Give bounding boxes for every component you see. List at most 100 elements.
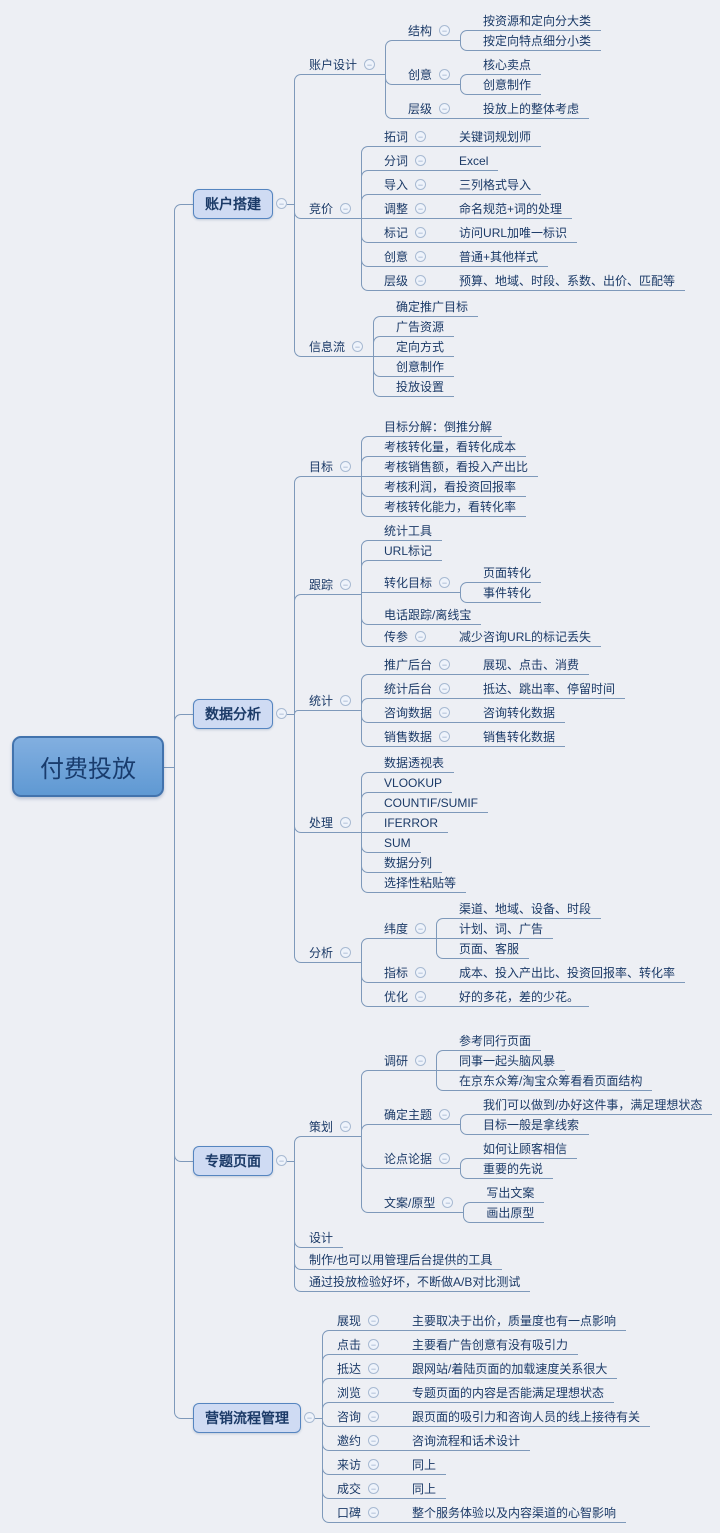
- collapse-icon[interactable]: −: [276, 198, 287, 209]
- subtopic-label[interactable]: VLOOKUP: [384, 775, 443, 790]
- root-topic[interactable]: 付费投放: [40, 756, 136, 783]
- subtopic-label[interactable]: 论点论据: [384, 1151, 433, 1166]
- collapse-icon[interactable]: −: [439, 25, 451, 36]
- subtopic-label[interactable]: 我们可以做到/办好这件事，满足理想状态: [483, 1097, 703, 1112]
- collapse-icon[interactable]: −: [276, 708, 287, 719]
- subtopic-label[interactable]: 抵达: [337, 1361, 362, 1376]
- collapse-icon[interactable]: −: [415, 131, 427, 142]
- subtopic-label[interactable]: 调研: [384, 1053, 409, 1068]
- subtopic-label[interactable]: 创意制作: [396, 359, 445, 374]
- subtopic-label[interactable]: 计划、词、广告: [459, 921, 544, 936]
- subtopic-label[interactable]: 页面转化: [483, 565, 532, 580]
- subtopic-label[interactable]: 统计后台: [384, 681, 433, 696]
- subtopic-label[interactable]: 账户设计: [309, 57, 358, 72]
- subtopic-label[interactable]: 跟踪: [309, 577, 334, 592]
- subtopic-label[interactable]: 广告资源: [396, 319, 445, 334]
- subtopic-label[interactable]: 销售转化数据: [483, 729, 556, 744]
- collapse-icon[interactable]: −: [368, 1387, 380, 1398]
- collapse-icon[interactable]: −: [368, 1507, 380, 1518]
- subtopic-label[interactable]: 口碑: [337, 1505, 362, 1520]
- main-topic-label[interactable]: 数据分析: [205, 705, 261, 722]
- subtopic-label[interactable]: 咨询流程和话术设计: [412, 1433, 521, 1448]
- collapse-icon[interactable]: −: [340, 1121, 352, 1132]
- subtopic-label[interactable]: 定向方式: [396, 339, 445, 354]
- subtopic-label[interactable]: 创意: [408, 67, 433, 82]
- subtopic-label[interactable]: 转化目标: [384, 575, 433, 590]
- subtopic-label[interactable]: 导入: [384, 177, 409, 192]
- collapse-icon[interactable]: −: [352, 341, 364, 352]
- subtopic-label[interactable]: 画出原型: [486, 1205, 535, 1220]
- subtopic-label[interactable]: 竞价: [309, 201, 334, 216]
- collapse-icon[interactable]: −: [368, 1411, 380, 1422]
- subtopic-label[interactable]: 制作/也可以用管理后台提供的工具: [309, 1252, 493, 1267]
- subtopic-label[interactable]: 同事一起头脑风暴: [459, 1053, 556, 1068]
- collapse-icon[interactable]: −: [340, 203, 352, 214]
- collapse-icon[interactable]: −: [340, 579, 352, 590]
- subtopic-label[interactable]: 通过投放检验好坏，不断做A/B对比测试: [309, 1274, 521, 1289]
- collapse-icon[interactable]: −: [439, 659, 451, 670]
- subtopic-label[interactable]: 投放设置: [396, 379, 445, 394]
- subtopic-label[interactable]: COUNTIF/SUMIF: [384, 795, 479, 810]
- collapse-icon[interactable]: −: [340, 817, 352, 828]
- subtopic-label[interactable]: 跟页面的吸引力和咨询人员的线上接待有关: [412, 1409, 641, 1424]
- collapse-icon[interactable]: −: [276, 1155, 287, 1166]
- subtopic-label[interactable]: 考核销售额，看投入产出比: [384, 459, 529, 474]
- subtopic-label[interactable]: 推广后台: [384, 657, 433, 672]
- subtopic-label[interactable]: 确定推广目标: [396, 299, 469, 314]
- subtopic-label[interactable]: 浏览: [337, 1385, 362, 1400]
- collapse-icon[interactable]: −: [442, 1197, 454, 1208]
- subtopic-label[interactable]: 纬度: [384, 921, 409, 936]
- subtopic-label[interactable]: 同上: [412, 1457, 437, 1472]
- main-topic-label[interactable]: 账户搭建: [205, 195, 261, 212]
- subtopic-label[interactable]: 层级: [384, 273, 409, 288]
- subtopic-label[interactable]: 统计: [309, 693, 334, 708]
- subtopic-label[interactable]: 拓词: [384, 129, 409, 144]
- subtopic-label[interactable]: 选择性粘贴等: [384, 875, 457, 890]
- subtopic-label[interactable]: 咨询数据: [384, 705, 433, 720]
- collapse-icon[interactable]: −: [364, 59, 376, 70]
- subtopic-label[interactable]: 信息流: [309, 339, 346, 354]
- collapse-icon[interactable]: −: [368, 1339, 380, 1350]
- subtopic-label[interactable]: 调整: [384, 201, 409, 216]
- collapse-icon[interactable]: −: [415, 275, 427, 286]
- collapse-icon[interactable]: −: [415, 631, 427, 642]
- subtopic-label[interactable]: 关键词规划师: [459, 129, 532, 144]
- subtopic-label[interactable]: 确定主题: [384, 1107, 433, 1122]
- subtopic-label[interactable]: 页面、客服: [459, 941, 520, 956]
- subtopic-label[interactable]: 成本、投入产出比、投资回报率、转化率: [459, 965, 676, 980]
- collapse-icon[interactable]: −: [415, 923, 427, 934]
- subtopic-label[interactable]: 参考同行页面: [459, 1033, 532, 1048]
- collapse-icon[interactable]: −: [439, 1153, 451, 1164]
- subtopic-label[interactable]: 数据透视表: [384, 755, 445, 770]
- subtopic-label[interactable]: 主要看广告创意有没有吸引力: [412, 1337, 569, 1352]
- collapse-icon[interactable]: −: [415, 967, 427, 978]
- subtopic-label[interactable]: 展现、点击、消费: [483, 657, 580, 672]
- subtopic-label[interactable]: 设计: [309, 1230, 334, 1245]
- collapse-icon[interactable]: −: [439, 707, 451, 718]
- collapse-icon[interactable]: −: [439, 731, 451, 742]
- subtopic-label[interactable]: 考核转化量，看转化成本: [384, 439, 517, 454]
- subtopic-label[interactable]: 同上: [412, 1481, 437, 1496]
- subtopic-label[interactable]: 创意: [384, 249, 409, 264]
- collapse-icon[interactable]: −: [368, 1435, 380, 1446]
- subtopic-label[interactable]: 整个服务体验以及内容渠道的心智影响: [412, 1505, 617, 1520]
- collapse-icon[interactable]: −: [439, 103, 451, 114]
- subtopic-label[interactable]: 目标: [309, 459, 334, 474]
- collapse-icon[interactable]: −: [340, 695, 352, 706]
- subtopic-label[interactable]: 咨询: [337, 1409, 362, 1424]
- main-topic-label[interactable]: 专题页面: [205, 1152, 261, 1169]
- collapse-icon[interactable]: −: [368, 1315, 380, 1326]
- subtopic-label[interactable]: 销售数据: [384, 729, 433, 744]
- subtopic-label[interactable]: 写出文案: [486, 1185, 535, 1200]
- collapse-icon[interactable]: −: [340, 947, 352, 958]
- subtopic-label[interactable]: 结构: [408, 23, 433, 38]
- subtopic-label[interactable]: 专题页面的内容是否能满足理想状态: [412, 1385, 605, 1400]
- collapse-icon[interactable]: −: [439, 577, 451, 588]
- subtopic-label[interactable]: 策划: [309, 1119, 334, 1134]
- subtopic-label[interactable]: 文案/原型: [384, 1195, 436, 1210]
- subtopic-label[interactable]: 来访: [337, 1457, 362, 1472]
- subtopic-label[interactable]: 预算、地域、时段、系数、出价、匹配等: [459, 273, 676, 288]
- subtopic-label[interactable]: 成交: [337, 1481, 362, 1496]
- subtopic-label[interactable]: 邀约: [337, 1433, 362, 1448]
- subtopic-label[interactable]: 优化: [384, 989, 409, 1004]
